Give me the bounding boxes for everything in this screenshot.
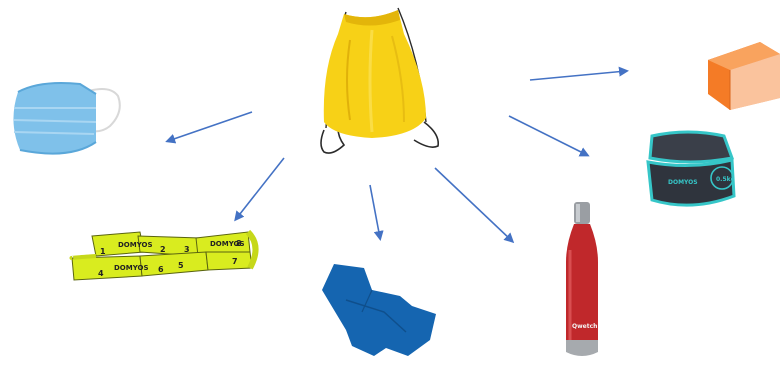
band-number-1: 1 (100, 247, 106, 256)
arrow-to-bottle (435, 168, 512, 241)
band-brand-label-1: DOMYOS (118, 241, 153, 249)
band-number-3: 3 (184, 245, 190, 254)
drawstring-bag-icon (321, 8, 438, 153)
face-mask-icon (13, 83, 119, 154)
band-number-7: 7 (232, 257, 238, 266)
tissue-box-icon (708, 42, 780, 110)
arrow-to-weights (509, 116, 587, 155)
weights-mass-label: 0.5kg (716, 176, 735, 183)
water-bottle-icon: Qwetch (566, 202, 598, 356)
ankle-weights-icon: 0.5kg DOMYOS (648, 132, 735, 205)
arrow-to-tissue (530, 71, 626, 80)
foam-mat-icon (322, 264, 436, 356)
band-number-2: 2 (160, 245, 166, 254)
band-number-6: 6 (158, 265, 164, 274)
band-number-8: 8 (236, 239, 242, 248)
weights-brand-label: DOMYOS (668, 179, 698, 186)
arrow-to-band (236, 158, 284, 219)
band-number-4: 4 (98, 269, 104, 278)
arrow-to-mask (168, 112, 252, 141)
bottle-brand-label: Qwetch (572, 323, 597, 330)
elastic-band-icon: DOMYOS DOMYOS DOMYOS 1 2 3 4 5 6 7 8 (72, 232, 256, 280)
arrow-to-mat (370, 185, 380, 238)
band-brand-label-3: DOMYOS (114, 264, 149, 272)
band-number-5: 5 (178, 261, 184, 270)
